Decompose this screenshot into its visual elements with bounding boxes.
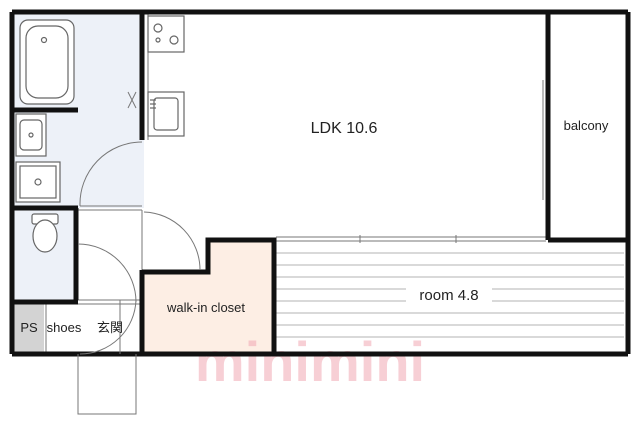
kitchen-sink-icon [147,91,185,137]
walk-in-closet-area [142,240,272,352]
walk-in-closet-label: walk-in closet [166,300,245,315]
room-label-bg [406,285,492,305]
ldk-label: LDK 10.6 [311,120,378,137]
shoes-label: shoes [47,320,82,335]
door-swings [77,141,201,415]
toilet-icon [31,213,59,253]
window-marks [127,91,457,243]
ps-area [14,304,44,352]
entrance-label: 玄関 [97,320,123,335]
stove-icon [147,15,185,53]
ps-label: PS [20,320,38,335]
room-flooring [274,252,624,338]
washbasin-icon [15,113,47,157]
watermark: minimini [195,330,425,393]
room-label: room 4.8 [419,287,478,304]
washing-machine-pan-icon [15,161,61,203]
walls [9,9,631,357]
balcony-label: balcony [564,118,609,133]
bathtub-icon [19,19,75,105]
